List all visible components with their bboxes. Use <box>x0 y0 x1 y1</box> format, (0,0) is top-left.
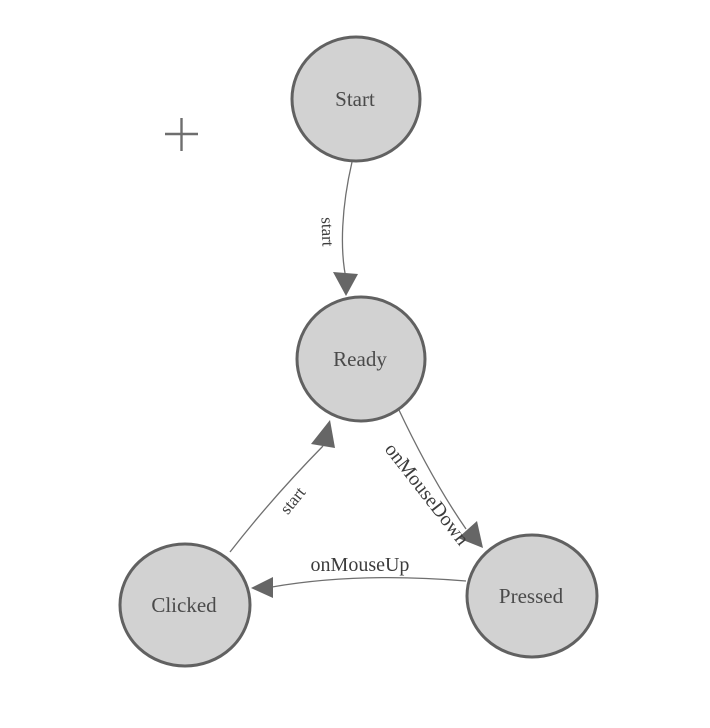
transition-edge-clicked-to-ready[interactable]: start <box>229 420 335 553</box>
transition-edge-ready-to-pressed[interactable]: onMouseDown <box>380 407 483 550</box>
transition-edge-pressed-to-clicked[interactable]: onMouseUp <box>251 554 467 598</box>
edge-label-onmouseup: onMouseUp <box>311 554 410 576</box>
state-node-ready[interactable]: Ready <box>295 295 427 423</box>
arrowhead-icon <box>251 577 273 598</box>
state-node-pressed-shape[interactable] <box>465 533 599 659</box>
edge-label-start-top: start <box>317 217 337 247</box>
state-node-start-shape[interactable] <box>290 35 422 163</box>
edge-label-start-left: start <box>276 483 309 518</box>
arrowhead-icon <box>333 272 358 296</box>
state-node-clicked-shape[interactable] <box>118 542 252 668</box>
edge-label-onmousedown: onMouseDown <box>380 439 473 550</box>
state-node-ready-shape[interactable] <box>295 295 427 423</box>
arrowhead-icon <box>311 420 335 448</box>
state-node-label: Ready <box>333 347 387 371</box>
arrowhead-icon <box>458 521 483 548</box>
state-node-label: Clicked <box>151 593 217 617</box>
state-node-label: Pressed <box>499 584 564 608</box>
state-node-pressed[interactable]: Pressed <box>465 533 599 659</box>
state-node-start[interactable]: Start <box>290 35 422 163</box>
crosshair-plus-icon <box>165 118 198 151</box>
state-node-clicked[interactable]: Clicked <box>118 542 252 668</box>
state-node-label: Start <box>335 87 375 111</box>
transition-edge-start-to-ready[interactable]: start <box>317 161 358 296</box>
